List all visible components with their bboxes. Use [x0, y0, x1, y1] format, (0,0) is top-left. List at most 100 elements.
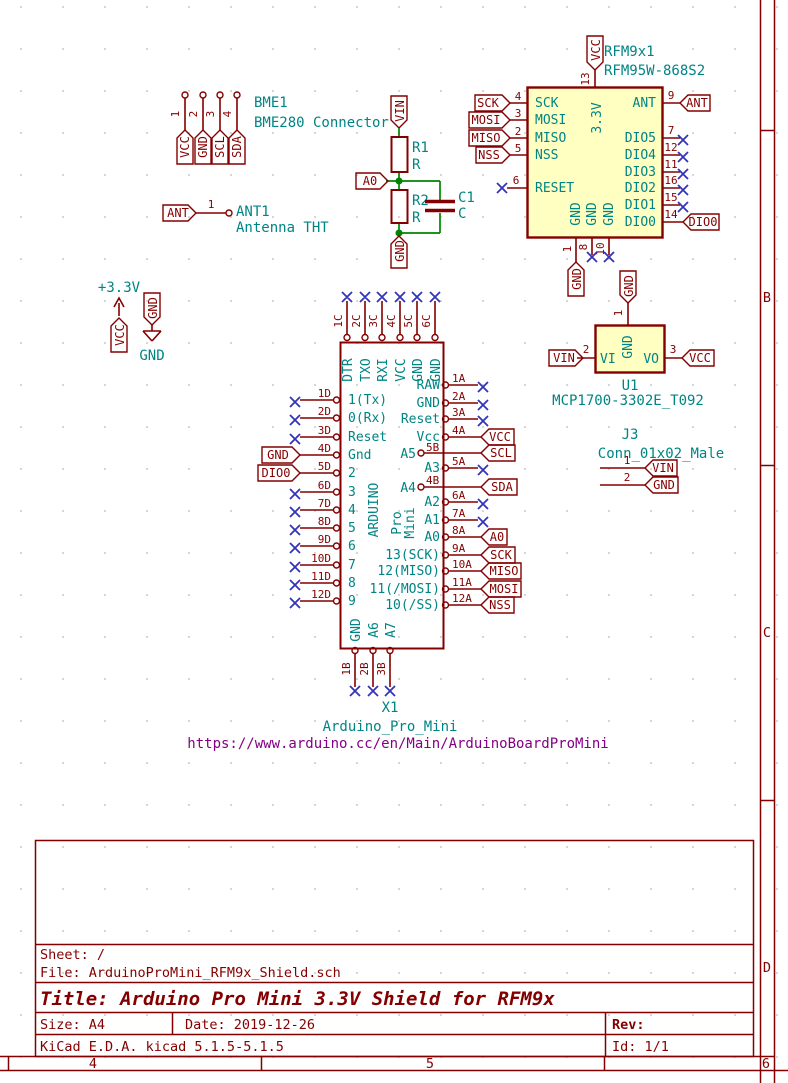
net-label[interactable]: GND: [196, 136, 210, 158]
symbol-art-text: ARDUINO: [367, 482, 382, 537]
rfm9x-module[interactable]: RFM9x1 RFM95W-868S2 VCC 13 3.3V SCK MOSI…: [468, 35, 720, 297]
net-label[interactable]: A0: [363, 174, 377, 188]
net-label[interactable]: DIO0: [689, 215, 718, 229]
bme1-connector[interactable]: 1 2 3 4 VCC GND SCL SDA BME1 BME280 Conn…: [169, 91, 389, 165]
net-label[interactable]: A0: [490, 530, 504, 544]
pin-number: 16: [664, 174, 677, 187]
symbol-art-text: Mini: [403, 507, 418, 538]
pin-number: 2: [583, 343, 590, 356]
net-label[interactable]: SCK: [477, 96, 499, 110]
pin-number: 13: [579, 72, 592, 85]
pin-name: A3: [424, 461, 440, 476]
net-label[interactable]: MISO: [490, 564, 519, 578]
value: R: [412, 210, 421, 226]
power-flag-label: +3.3V: [98, 280, 141, 296]
pin-number: 3A: [452, 406, 466, 419]
pin-number: 6: [513, 174, 520, 187]
pin-number: 1: [208, 198, 215, 211]
pin-name: Reset: [401, 412, 440, 427]
net-label[interactable]: GND: [570, 268, 584, 290]
net-label[interactable]: VCC: [589, 39, 603, 61]
border-col-number: 6: [762, 1056, 770, 1072]
pin-number: 6A: [452, 489, 466, 502]
pin-name: Gnd: [348, 448, 371, 463]
j3-connector[interactable]: J3 Conn_01x02_Male 1 2 VIN GND: [598, 427, 724, 494]
net-label[interactable]: SDA: [491, 480, 513, 494]
net-label[interactable]: MOSI: [472, 113, 501, 127]
pin-name: Vcc: [417, 430, 440, 445]
pin-name: 6: [348, 539, 356, 554]
datasheet-url[interactable]: https://www.arduino.cc/en/Main/ArduinoBo…: [187, 736, 608, 752]
net-label[interactable]: SCL: [213, 136, 227, 158]
pin-name: RAW: [417, 378, 441, 393]
net-label[interactable]: ANT: [686, 96, 708, 110]
id-field: Id: 1/1: [612, 1039, 669, 1055]
pin-number: 12A: [452, 592, 472, 605]
pin-number: 2D: [318, 405, 331, 418]
net-label[interactable]: GND: [393, 240, 407, 262]
ant1-antenna[interactable]: ANT 1 ANT1 Antenna THT: [162, 198, 329, 236]
pin-name: GND: [429, 358, 444, 382]
net-label[interactable]: GND: [146, 297, 160, 319]
power-flags[interactable]: +3.3V VCC GND GND: [98, 280, 165, 364]
net-label[interactable]: NSS: [478, 148, 500, 162]
pin-number: 1A: [452, 372, 466, 385]
pin-name: TXO: [359, 358, 374, 382]
net-label[interactable]: MISO: [472, 131, 501, 145]
pin-number: 7D: [318, 497, 331, 510]
value: Arduino_Pro_Mini: [323, 719, 458, 735]
rc-divider[interactable]: VIN R1 R R2 R C1 C A0 GND: [355, 95, 475, 269]
net-label[interactable]: SCK: [490, 548, 512, 562]
pin-number: 8: [577, 244, 590, 251]
pin-number: 10D: [311, 552, 331, 565]
pin-number: 3: [515, 107, 522, 120]
pin-number: 6C: [420, 314, 433, 327]
pin-name: MISO: [535, 131, 566, 146]
pin-name: 10(/SS): [385, 598, 440, 613]
value: MCP1700-3302E_T092: [552, 393, 704, 409]
net-label[interactable]: VCC: [689, 351, 711, 365]
pin-name: ANT: [633, 96, 657, 111]
pin-name: A1: [424, 513, 440, 528]
net-label[interactable]: GND: [267, 448, 289, 462]
net-label[interactable]: VIN: [553, 351, 575, 365]
net-label[interactable]: VCC: [178, 136, 192, 158]
net-label[interactable]: ANT: [167, 206, 189, 220]
pin-name: 8: [348, 576, 356, 591]
pin-number: 2A: [452, 390, 466, 403]
pin-number: 2: [515, 125, 522, 138]
net-label[interactable]: SCL: [490, 446, 512, 460]
pin-name: SCK: [535, 96, 559, 111]
pin-name: Reset: [348, 430, 387, 445]
pin-name: GND: [602, 202, 617, 226]
net-label[interactable]: VCC: [113, 324, 127, 346]
pin-name: 9: [348, 594, 356, 609]
pin-number: 4: [221, 110, 234, 117]
title-block: Sheet: / File: ArduinoProMini_RFM9x_Shie…: [34, 839, 755, 1058]
pin-name: 12(MISO): [377, 564, 440, 579]
net-label[interactable]: VCC: [489, 430, 511, 444]
net-label[interactable]: GND: [653, 478, 675, 492]
pin-number: 4A: [452, 424, 466, 437]
ref: BME1: [254, 95, 288, 111]
pin-number: 9D: [318, 533, 331, 546]
net-label[interactable]: SDA: [230, 135, 244, 157]
u1-regulator[interactable]: GND 1 GND VI VO 2 3 VIN VCC U1 MCP1700-3…: [548, 270, 715, 409]
pin-number: 3: [204, 111, 217, 118]
pin-number: 5B: [426, 441, 440, 454]
pin-name: 1(Tx): [348, 393, 387, 408]
pin-name: 0(Rx): [348, 411, 387, 426]
net-label[interactable]: VIN: [393, 100, 407, 122]
pin-name: DIO1: [625, 198, 656, 213]
net-label[interactable]: GND: [622, 275, 636, 297]
net-label[interactable]: MOSI: [490, 582, 519, 596]
pin-name: A0: [424, 530, 440, 545]
net-label[interactable]: VIN: [652, 461, 674, 475]
net-label[interactable]: NSS: [489, 598, 511, 612]
pin-name: A4: [400, 481, 416, 496]
arduino-pro-mini[interactable]: 1C 2C 3C 4C 5C 6C DTR TXO RXI VCC GND GN…: [187, 291, 609, 752]
net-label[interactable]: DIO0: [262, 466, 291, 480]
size-field: Size: A4: [40, 1017, 105, 1033]
